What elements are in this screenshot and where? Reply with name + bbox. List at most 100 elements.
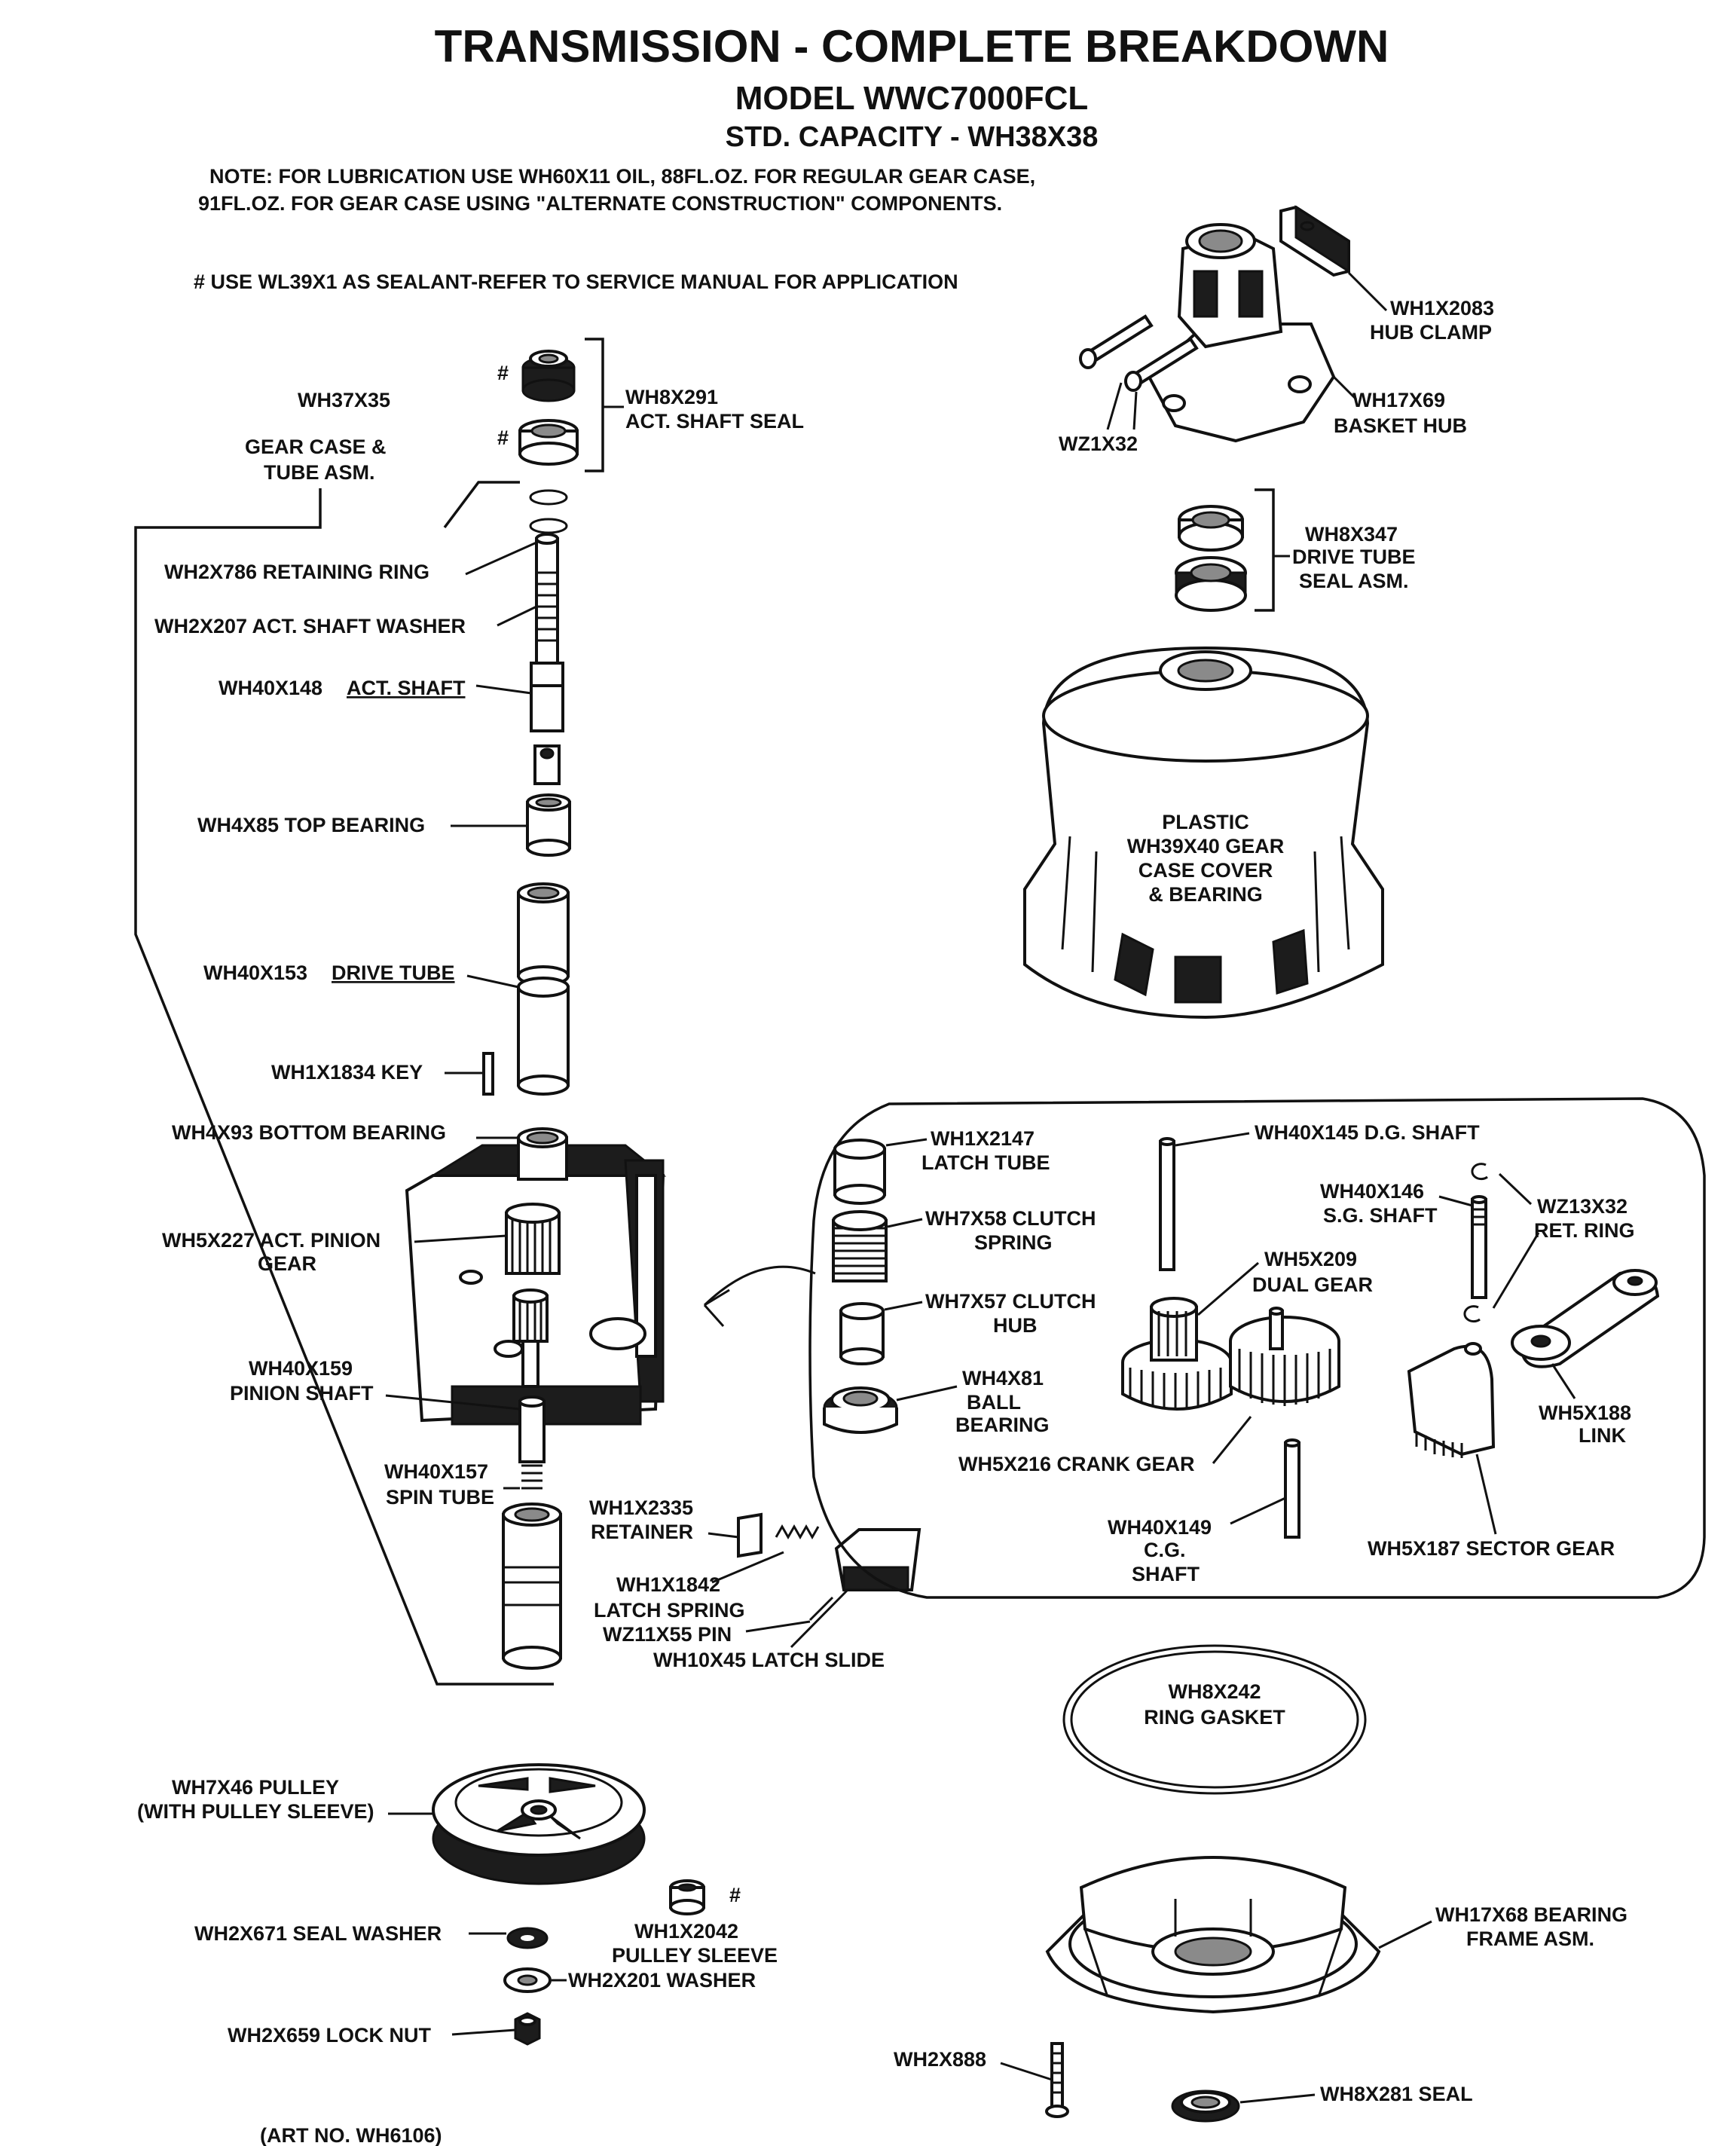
label-wh2x786: WH2X786 RETAINING RING bbox=[164, 561, 429, 583]
label-wz13x32: WZ13X32 bbox=[1537, 1195, 1628, 1218]
label-dual-gear: DUAL GEAR bbox=[1252, 1273, 1373, 1296]
sector-gear bbox=[1407, 1342, 1496, 1458]
bearing-frame-asm bbox=[1045, 1856, 1381, 2014]
act-shaft bbox=[530, 533, 564, 785]
label-wh1x2335: WH1X2335 bbox=[589, 1496, 693, 1519]
label-wz11x55: WZ11X55 PIN bbox=[603, 1623, 732, 1646]
lock-nut bbox=[514, 2012, 541, 2046]
label-clutch-hub: HUB bbox=[993, 1314, 1038, 1337]
dg-shaft bbox=[1159, 1137, 1175, 1271]
drive-tube bbox=[517, 882, 570, 1096]
sg-shaft bbox=[1471, 1195, 1487, 1299]
label-wh40x148: WH40X148 bbox=[219, 677, 322, 699]
label-wh1x2042: WH1X2042 bbox=[634, 1920, 738, 1943]
clutch-spring bbox=[832, 1210, 888, 1282]
crank-gear bbox=[1229, 1307, 1340, 1406]
hash-mark-3: # bbox=[729, 1884, 741, 1906]
label-wz1x32: WZ1X32 bbox=[1059, 433, 1138, 455]
label-wh40x146: WH40X146 bbox=[1320, 1180, 1424, 1203]
drive-tube-seal-asm bbox=[1175, 505, 1247, 612]
label-wh4x81: WH4X81 bbox=[962, 1367, 1044, 1389]
label-wh2x207: WH2X207 ACT. SHAFT WASHER bbox=[154, 615, 466, 637]
label-wh5x227: WH5X227 ACT. PINION bbox=[162, 1229, 381, 1252]
label-ring-gasket: RING GASKET bbox=[1144, 1706, 1285, 1729]
label-sg-shaft: S.G. SHAFT bbox=[1323, 1204, 1438, 1227]
label-case-cover: CASE COVER bbox=[1138, 859, 1273, 882]
label-wh5x187: WH5X187 SECTOR GEAR bbox=[1368, 1537, 1615, 1560]
hash-mark-1: # bbox=[497, 362, 509, 384]
lubrication-note-line1: NOTE: FOR LUBRICATION USE WH60X11 OIL, 8… bbox=[209, 165, 1035, 188]
label-latch-tube: LATCH TUBE bbox=[921, 1151, 1050, 1174]
label-wh17x69: WH17X69 bbox=[1352, 389, 1445, 411]
label-tube-asm: TUBE ASM. bbox=[264, 461, 375, 484]
pulley-sleeve bbox=[669, 1879, 705, 1915]
latch-spring bbox=[775, 1524, 820, 1540]
label-wh40x157: WH40X157 bbox=[384, 1460, 488, 1483]
label-wh2x659: WH2X659 LOCK NUT bbox=[228, 2024, 432, 2047]
label-clutch-spring: SPRING bbox=[974, 1231, 1053, 1254]
label-wh4x85: WH4X85 TOP BEARING bbox=[197, 814, 425, 836]
label-cover-plastic: PLASTIC bbox=[1162, 811, 1249, 833]
act-pinion-gear bbox=[505, 1203, 561, 1275]
label-wh8x347: WH8X347 bbox=[1305, 523, 1398, 546]
washer bbox=[503, 1967, 552, 1993]
label-wh8x242: WH8X242 bbox=[1168, 1680, 1261, 1703]
top-bearing bbox=[526, 793, 571, 857]
label-wh37x35: WH37X35 bbox=[298, 389, 390, 411]
label-wh1x1842: WH1X1842 bbox=[616, 1573, 720, 1596]
hash-mark-2: # bbox=[497, 426, 509, 449]
seal-washer bbox=[506, 1927, 549, 1949]
label-wh10x45: WH10X45 LATCH SLIDE bbox=[653, 1649, 885, 1671]
label-wh2x888: WH2X888 bbox=[894, 2048, 986, 2071]
cg-shaft bbox=[1284, 1438, 1300, 1539]
label-wh1x2083: WH1X2083 bbox=[1390, 297, 1494, 319]
label-frame-asm: FRAME ASM. bbox=[1466, 1927, 1594, 1950]
link bbox=[1511, 1269, 1660, 1368]
label-cg-shaft: SHAFT bbox=[1132, 1563, 1200, 1585]
art-number: (ART NO. WH6106) bbox=[260, 2124, 442, 2146]
label-wh40x145: WH40X145 D.G. SHAFT bbox=[1255, 1121, 1480, 1144]
seal-bracket bbox=[585, 338, 604, 472]
ret-ring-lower bbox=[1463, 1305, 1481, 1323]
label-wh40x149: WH40X149 bbox=[1108, 1516, 1212, 1539]
gear-case-bracket bbox=[134, 488, 554, 1686]
label-wh40x159: WH40X159 bbox=[249, 1357, 353, 1380]
label-wh1x2147: WH1X2147 bbox=[931, 1127, 1035, 1150]
capacity-line: STD. CAPACITY - WH38X38 bbox=[726, 121, 1099, 153]
gear-assembly-callout bbox=[808, 1097, 1706, 1599]
dual-gear bbox=[1121, 1297, 1233, 1411]
key bbox=[482, 1052, 494, 1096]
sealant-note: # USE WL39X1 AS SEALANT-REFER TO SERVICE… bbox=[194, 271, 958, 293]
label-wh8x291: WH8X291 bbox=[625, 386, 718, 408]
pinion-shaft bbox=[512, 1289, 549, 1490]
label-wh2x671: WH2X671 SEAL WASHER bbox=[194, 1922, 442, 1945]
latch-tube bbox=[833, 1139, 886, 1205]
ring-gasket bbox=[1062, 1644, 1367, 1795]
label-ret-ring: RET. RING bbox=[1534, 1219, 1635, 1242]
label-wh5x188: WH5X188 bbox=[1539, 1402, 1631, 1424]
ret-ring-upper bbox=[1471, 1163, 1488, 1181]
label-link: LINK bbox=[1579, 1424, 1626, 1447]
latch-pin bbox=[808, 1596, 834, 1622]
label-bearing: BEARING bbox=[955, 1414, 1050, 1436]
seal-wh8x281 bbox=[1171, 2089, 1240, 2123]
label-pulley-sleeve: PULLEY SLEEVE bbox=[612, 1944, 778, 1967]
label-wh5x227-gear: GEAR bbox=[258, 1252, 316, 1275]
spin-tube bbox=[502, 1503, 562, 1670]
label-wh7x58: WH7X58 CLUTCH bbox=[925, 1207, 1096, 1230]
pulley bbox=[432, 1763, 646, 1885]
basket-hub-bolts bbox=[1079, 314, 1199, 392]
label-retainer: RETAINER bbox=[591, 1521, 693, 1543]
act-shaft-seal-lower bbox=[518, 419, 579, 466]
label-wh2x201: WH2X201 WASHER bbox=[568, 1969, 756, 1992]
label-wh5x209: WH5X209 bbox=[1264, 1248, 1357, 1270]
label-with-pulley-sleeve: (WITH PULLEY SLEEVE) bbox=[137, 1800, 374, 1823]
basket-hub bbox=[1147, 223, 1336, 443]
label-gear-case: GEAR CASE & bbox=[245, 436, 387, 458]
label-wh8x281: WH8X281 SEAL bbox=[1320, 2083, 1473, 2105]
hub-clamp bbox=[1279, 205, 1350, 277]
clutch-hub bbox=[839, 1302, 885, 1365]
label-wh1x1834: WH1X1834 KEY bbox=[271, 1061, 423, 1084]
label-seal-asm: SEAL ASM. bbox=[1299, 570, 1409, 592]
